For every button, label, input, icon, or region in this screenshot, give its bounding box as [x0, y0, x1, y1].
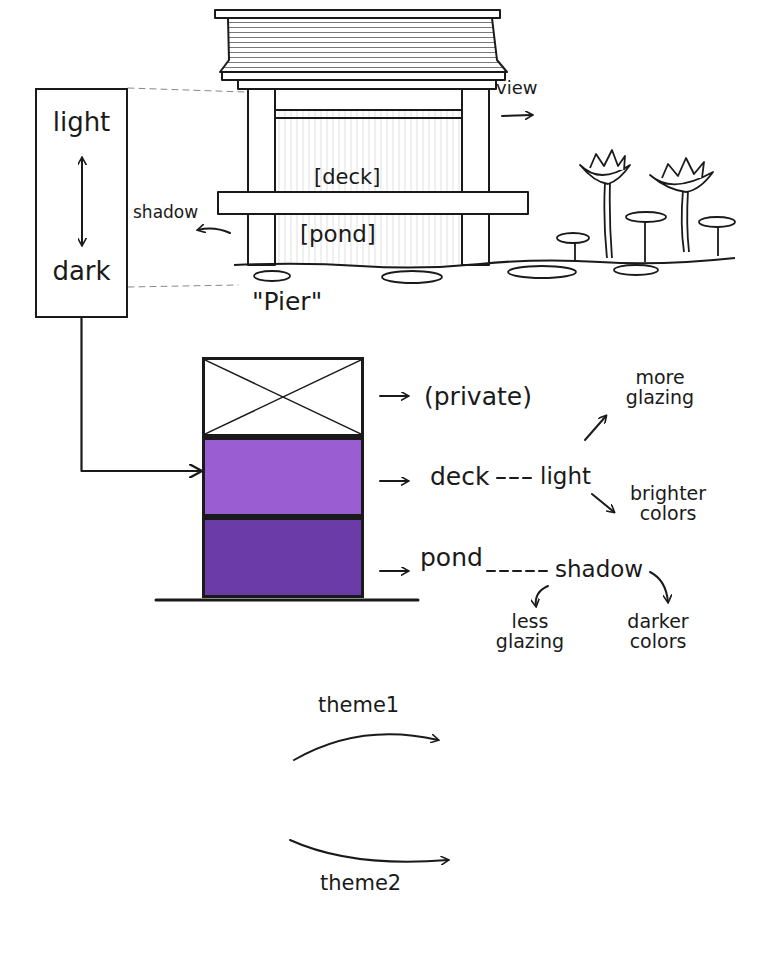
lily-pad [508, 266, 576, 278]
pond-band: pond [202, 517, 364, 598]
dash-link [487, 570, 550, 572]
quality-label: light [540, 464, 591, 488]
leader-arrow [592, 494, 614, 512]
lotus-petals [590, 150, 625, 170]
lotus-plants [557, 150, 735, 262]
cross-line [205, 360, 361, 434]
lotus-stem [604, 182, 607, 258]
scale-end-label: light [53, 108, 111, 137]
section-leaders [156, 396, 668, 862]
dash-link [497, 477, 535, 479]
dashed-guide [128, 88, 245, 92]
pad-stem [717, 225, 719, 256]
light-dark-scale-box: light dark [35, 88, 128, 318]
leader-arrow [380, 395, 408, 397]
note-label: brighter colors [614, 484, 722, 524]
pond-shade [275, 110, 462, 192]
lotus-stem [687, 190, 689, 252]
dashed-guide [128, 285, 238, 287]
leader-arrow [585, 416, 606, 440]
leader-arrow [380, 570, 408, 572]
lily-pad [626, 212, 666, 222]
band-label: (private) [424, 383, 532, 411]
note-label: more glazing [604, 368, 716, 408]
private-cross-mark [205, 360, 361, 434]
part-label: "Pier" [252, 289, 322, 315]
lily-pad [614, 265, 658, 275]
column [462, 89, 489, 265]
pad-stem [644, 220, 646, 262]
double-arrow [81, 158, 83, 245]
band-label: pond [420, 544, 483, 572]
deck-band: deck [202, 437, 364, 517]
roof-ridge [215, 10, 500, 18]
lotus-petals [662, 158, 704, 178]
pavilion [215, 10, 735, 268]
shadow-arrow [198, 229, 230, 233]
pond-shade [275, 215, 462, 265]
cross-beam [275, 109, 462, 111]
band-label: deck [430, 463, 489, 491]
roof-beam [238, 80, 496, 89]
deck-plank [218, 192, 528, 214]
quality-label: shadow [555, 557, 643, 581]
private-band: (private) [202, 357, 364, 437]
lily-pad [699, 217, 735, 227]
part-label: [deck] [314, 166, 380, 188]
ground-line [156, 599, 418, 602]
annotation-arrows [82, 88, 532, 287]
lily-pad [254, 271, 290, 281]
lotus-stem [682, 190, 684, 252]
lily-pads [254, 265, 658, 283]
leader-arrow [650, 572, 668, 602]
view-arrow [502, 115, 532, 116]
shadow-label: shadow [133, 204, 198, 222]
leader-arrow [380, 480, 408, 482]
note-label: darker colors [610, 612, 706, 652]
water-line [234, 258, 735, 268]
theme-label: theme1 [318, 694, 399, 716]
cross-beam [275, 117, 462, 119]
theme-label: theme2 [320, 872, 401, 894]
roof-eave [222, 72, 505, 80]
lily-pad [557, 233, 589, 243]
lily-pad [382, 271, 442, 283]
column [248, 89, 275, 265]
theme-arrow [294, 734, 438, 760]
direction-label: view [496, 79, 537, 98]
leader-arrow [536, 586, 548, 606]
note-label: less glazing [486, 612, 574, 652]
lotus-stem [610, 182, 612, 258]
theme-arrow [290, 840, 448, 862]
scale-end-label: dark [52, 257, 110, 286]
cross-line [205, 360, 361, 434]
flow-arrow [82, 318, 203, 471]
part-label: [pond] [300, 222, 376, 246]
roof [220, 18, 507, 72]
